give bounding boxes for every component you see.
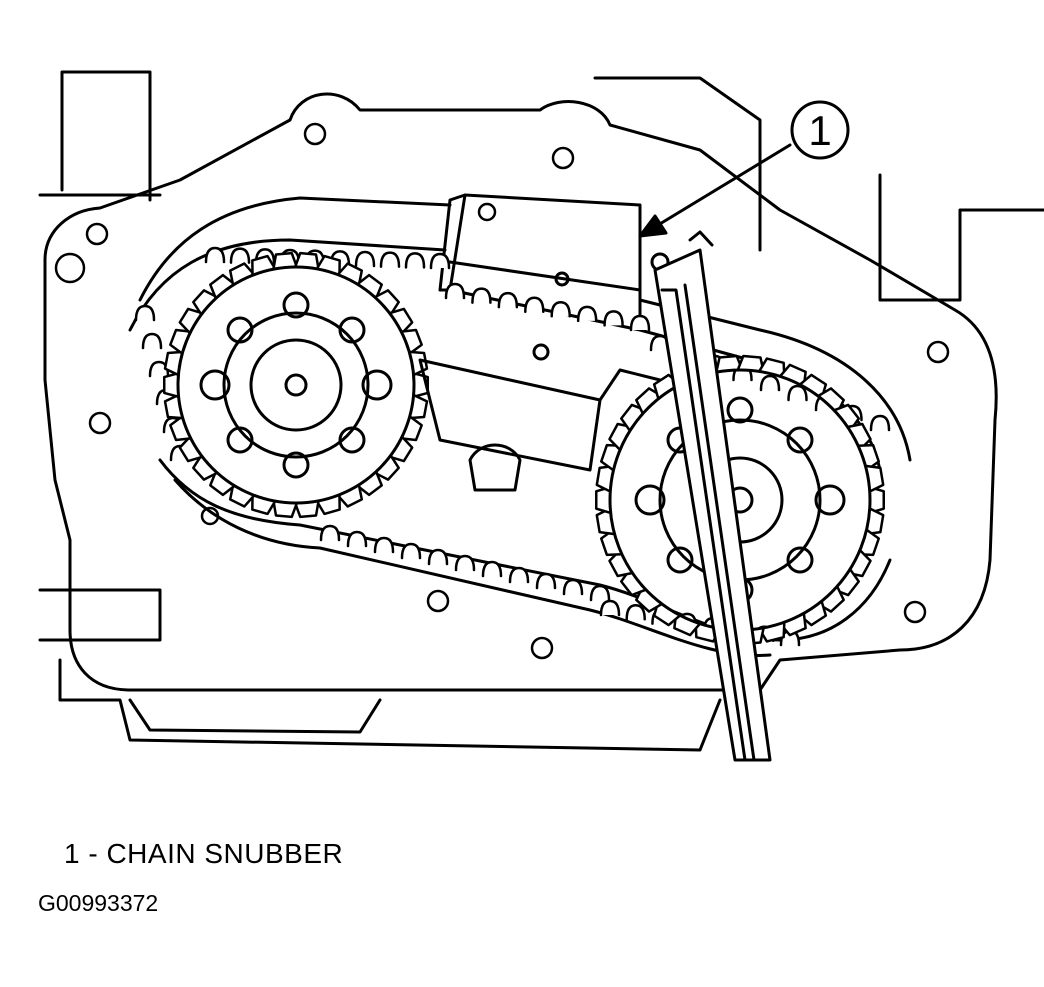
sprocket-tooth <box>192 454 219 481</box>
chain-link <box>508 566 530 584</box>
background-housing <box>38 70 1044 642</box>
sprocket-tooth <box>272 251 299 271</box>
sprocket-tooth <box>251 493 277 516</box>
chain-link <box>481 560 503 578</box>
chain-link <box>576 305 598 323</box>
chain-link <box>625 604 646 621</box>
chain-link <box>759 374 781 392</box>
chain-link <box>550 301 571 318</box>
chain-link <box>603 310 624 327</box>
sprocket-tooth <box>373 454 400 481</box>
sprocket-tooth <box>293 251 320 271</box>
chain-link <box>134 304 156 322</box>
figure-id: G00993372 <box>38 890 159 916</box>
center-casting <box>418 358 662 492</box>
sprocket-tooth <box>209 273 236 300</box>
sprocket-tooth <box>178 435 204 463</box>
bolt-holes <box>54 122 950 660</box>
sprocket-tooth <box>373 289 400 316</box>
chain-link <box>354 250 376 268</box>
sprocket-tooth <box>162 371 180 399</box>
chain-link <box>346 530 368 548</box>
sprocket-tooth <box>209 470 236 497</box>
chain-link <box>444 282 466 300</box>
chain-link <box>589 584 611 602</box>
chain-snubber <box>438 193 670 361</box>
chain-link <box>471 287 492 304</box>
chain-link <box>379 251 401 268</box>
sprocket-tooth <box>169 415 193 442</box>
sprocket-tooth <box>336 483 364 508</box>
sprocket-tooth <box>315 254 341 277</box>
sprocket-tooth <box>192 289 219 316</box>
sprocket-tooth <box>399 328 423 355</box>
sprocket-tooth <box>251 254 277 277</box>
sprocket-tooth <box>399 415 423 442</box>
chain-link <box>400 542 422 560</box>
sprocket-tooth <box>356 273 383 300</box>
chain-link <box>427 548 449 566</box>
chain-link <box>869 414 891 432</box>
chain-link <box>535 572 557 590</box>
chain-link <box>524 296 545 313</box>
chain-link <box>229 247 251 264</box>
driven-sprocket <box>595 354 885 646</box>
drive-sprocket <box>162 251 430 519</box>
sprocket-tooth <box>228 262 256 287</box>
chain-link <box>497 291 519 309</box>
chain-link <box>319 524 341 542</box>
sprocket-tooth <box>169 328 193 355</box>
sprocket-tooth <box>293 499 320 519</box>
chain-link <box>629 314 651 332</box>
chain-link <box>562 578 584 596</box>
case-outline <box>43 92 998 752</box>
sprocket-tooth <box>228 483 256 508</box>
callout-number: 1 <box>808 107 831 154</box>
chain-link <box>787 384 808 402</box>
chain-link <box>404 252 426 269</box>
pry-tool <box>653 230 772 762</box>
chain-link <box>141 332 163 350</box>
sprocket-tooth <box>356 470 383 497</box>
sprocket-tooth <box>315 493 341 516</box>
driven-sprocket-teeth <box>595 354 885 646</box>
chain-link <box>429 252 451 270</box>
chain-link <box>373 536 395 554</box>
chain-link <box>454 554 476 572</box>
legend-item-1: 1 - CHAIN SNUBBER <box>64 838 344 869</box>
sprocket-tooth <box>336 262 364 287</box>
chain-link <box>204 246 226 264</box>
sprocket-tooth <box>272 499 299 519</box>
sprocket-tooth <box>178 307 204 335</box>
chain-link <box>599 599 621 617</box>
sprocket-tooth <box>388 307 414 335</box>
callout-leader <box>638 100 850 238</box>
sprocket-tooth <box>388 435 414 463</box>
